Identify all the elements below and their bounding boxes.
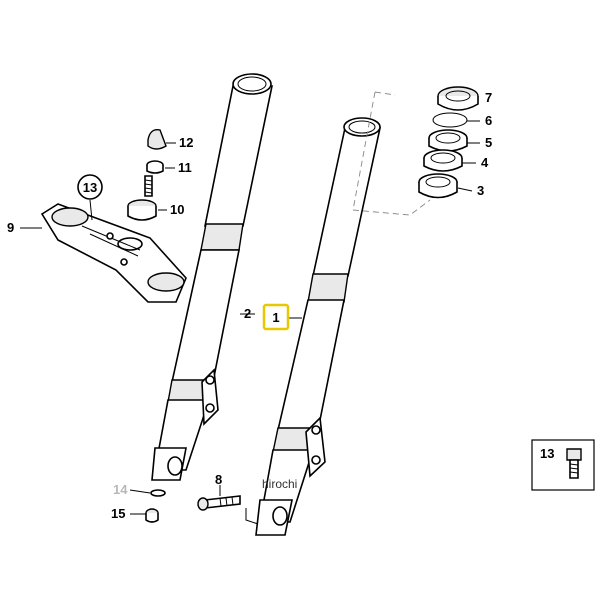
bolt-icon xyxy=(566,448,582,479)
bearing-group-bracket xyxy=(352,91,431,216)
callout-10: 10 xyxy=(170,202,184,217)
callout-13-circle: 13 xyxy=(77,174,103,200)
callout-5: 5 xyxy=(485,135,492,150)
callout-3: 3 xyxy=(477,183,484,198)
triple-clamp xyxy=(40,203,187,303)
cap-nut xyxy=(146,129,167,174)
inset-13-label: 13 xyxy=(540,446,554,461)
watermark-text: hirochi xyxy=(262,477,297,491)
callout-9: 9 xyxy=(7,220,14,235)
bearing-stack xyxy=(418,86,479,199)
fork-leg-right xyxy=(255,117,381,536)
callout-7: 7 xyxy=(485,90,492,105)
callout-14: 14 xyxy=(113,482,128,497)
stem-nut xyxy=(127,175,157,221)
callout-12: 12 xyxy=(179,135,193,150)
callout-1-highlight: 1 xyxy=(262,303,290,331)
inset-part-13: 13 xyxy=(531,439,595,491)
callout-2: 2 xyxy=(244,306,251,321)
callout-6: 6 xyxy=(485,113,492,128)
callout-11: 11 xyxy=(178,160,192,175)
callout-8: 8 xyxy=(215,472,222,487)
callout-15: 15 xyxy=(111,506,125,521)
fork-leg-left xyxy=(151,73,273,481)
leader-lines xyxy=(20,97,480,525)
pinch-bolt xyxy=(197,495,241,511)
callout-1: 1 xyxy=(272,310,279,325)
callout-13: 13 xyxy=(83,180,97,195)
callout-labels: 2 3 4 5 6 7 8 9 10 11 12 14 15 xyxy=(7,90,492,521)
small-screw xyxy=(145,489,166,523)
callout-4: 4 xyxy=(481,155,489,170)
